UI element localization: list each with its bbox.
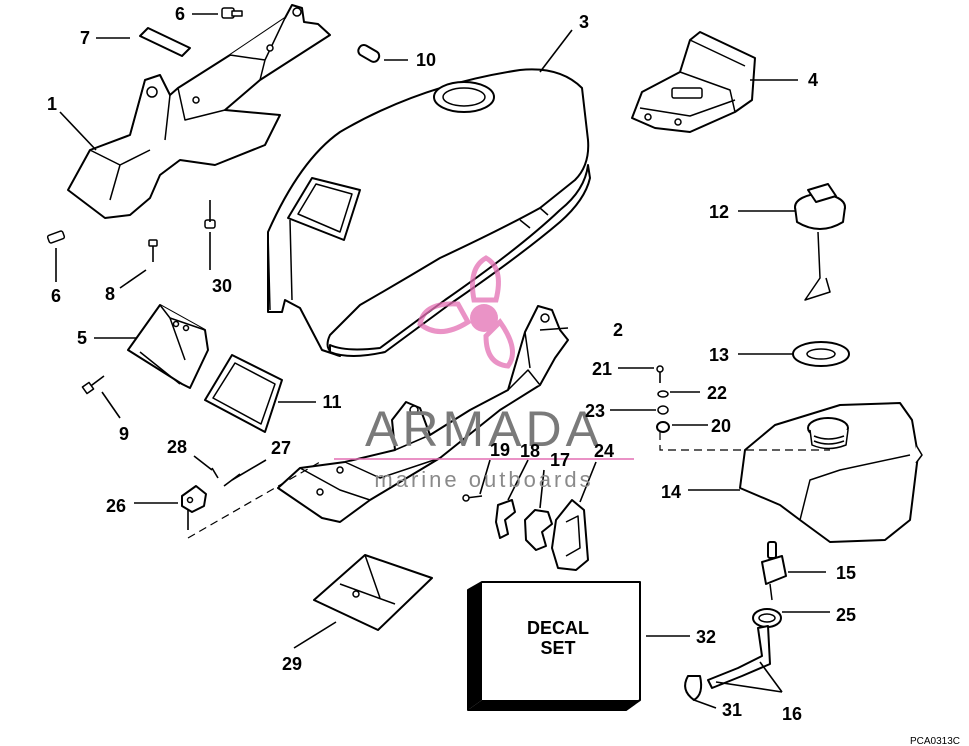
- fuel-valve-part: [761, 541, 787, 601]
- callout-6-top: 6: [175, 4, 185, 24]
- fuel-cap-part: [794, 183, 846, 301]
- callout-15: 15: [836, 563, 856, 583]
- callout-1: 1: [47, 94, 57, 114]
- propeller-blade-left: [417, 301, 472, 334]
- washer-part-22: [657, 390, 669, 398]
- callout-9: 9: [119, 424, 129, 444]
- callout-11: 11: [322, 392, 341, 412]
- watermark-brand: ARMADA: [365, 401, 603, 457]
- callout-16: 16: [782, 704, 802, 724]
- clamp-part-25: [752, 608, 782, 628]
- callout-23: 23: [585, 401, 605, 421]
- callout-7: 7: [80, 28, 90, 48]
- callout-17: 17: [550, 450, 570, 470]
- watermark: ARMADA marine outboards: [334, 255, 634, 492]
- fuel-tank-part: [739, 402, 923, 543]
- plate-part-17: [524, 509, 553, 551]
- hose-clip-part-31: [684, 675, 703, 701]
- drawing-code: PCA0313C: [910, 736, 960, 746]
- callout-29: 29: [282, 654, 302, 674]
- hose-part-16: [707, 625, 771, 689]
- callout-6-left: 6: [51, 286, 61, 306]
- callout-30: 30: [212, 276, 232, 296]
- screw-part-left: [46, 230, 66, 244]
- nut-part-20: [656, 421, 670, 433]
- pin-part: [357, 44, 381, 63]
- assembly-line-tank: [659, 432, 830, 451]
- callout-13: 13: [709, 345, 729, 365]
- callout-31: 31: [722, 700, 742, 720]
- bracket-part-5: [127, 304, 209, 389]
- propeller-hub: [470, 304, 498, 332]
- seal-part: [204, 354, 283, 433]
- screw-part-top: [221, 7, 243, 19]
- callout-14: 14: [661, 482, 681, 502]
- decal-label-line1: DECAL: [527, 618, 589, 638]
- callout-18: 18: [520, 441, 540, 461]
- callout-26: 26: [106, 496, 126, 516]
- screw-part-19: [462, 494, 483, 502]
- callout-5: 5: [77, 328, 87, 348]
- bolt-part-8: [148, 239, 158, 262]
- clip-part-28: [211, 467, 219, 479]
- plate-part-18: [495, 499, 516, 539]
- callout-25: 25: [836, 605, 856, 625]
- decal-set-box: DECAL SET: [467, 581, 641, 711]
- callout-27: 27: [271, 438, 291, 458]
- hinge-part-26: [181, 485, 207, 530]
- latch-bracket-part: [631, 31, 756, 133]
- callout-12: 12: [709, 202, 729, 222]
- decal-label-line2: SET: [540, 638, 575, 658]
- callout-8: 8: [105, 284, 115, 304]
- engine-cover-part: [267, 68, 591, 357]
- lower-pan-part: [277, 305, 569, 523]
- screw-part-9: [81, 375, 105, 395]
- callout-10: 10: [416, 50, 436, 70]
- callout-4: 4: [808, 70, 818, 90]
- pouch-part: [313, 554, 433, 631]
- callout-19: 19: [490, 440, 510, 460]
- washer-part-23: [657, 405, 669, 415]
- callout-21: 21: [592, 359, 612, 379]
- leader-lines: [55, 13, 830, 709]
- pad-part-24: [551, 499, 589, 571]
- callout-2: 2: [613, 320, 623, 340]
- support-bracket-part: [67, 4, 331, 219]
- propeller-blade-right: [483, 318, 515, 369]
- watermark-tagline: marine outboards: [374, 467, 593, 492]
- callout-22: 22: [707, 383, 727, 403]
- callout-3: 3: [579, 12, 589, 32]
- callout-numbers: 1 2 3 4 5 6 6 7 8 9 10 11 12 13 14 15 16…: [47, 4, 856, 724]
- gasket-part: [792, 341, 850, 367]
- callout-32: 32: [696, 627, 716, 647]
- bolt-part-30: [204, 200, 216, 229]
- propeller-blade-top: [470, 255, 501, 303]
- callout-24: 24: [594, 441, 614, 461]
- propeller-logo: [417, 255, 515, 369]
- stud-part-21: [656, 365, 664, 383]
- strap-clip-part: [139, 27, 191, 57]
- callout-28: 28: [167, 437, 187, 457]
- callout-20: 20: [711, 416, 731, 436]
